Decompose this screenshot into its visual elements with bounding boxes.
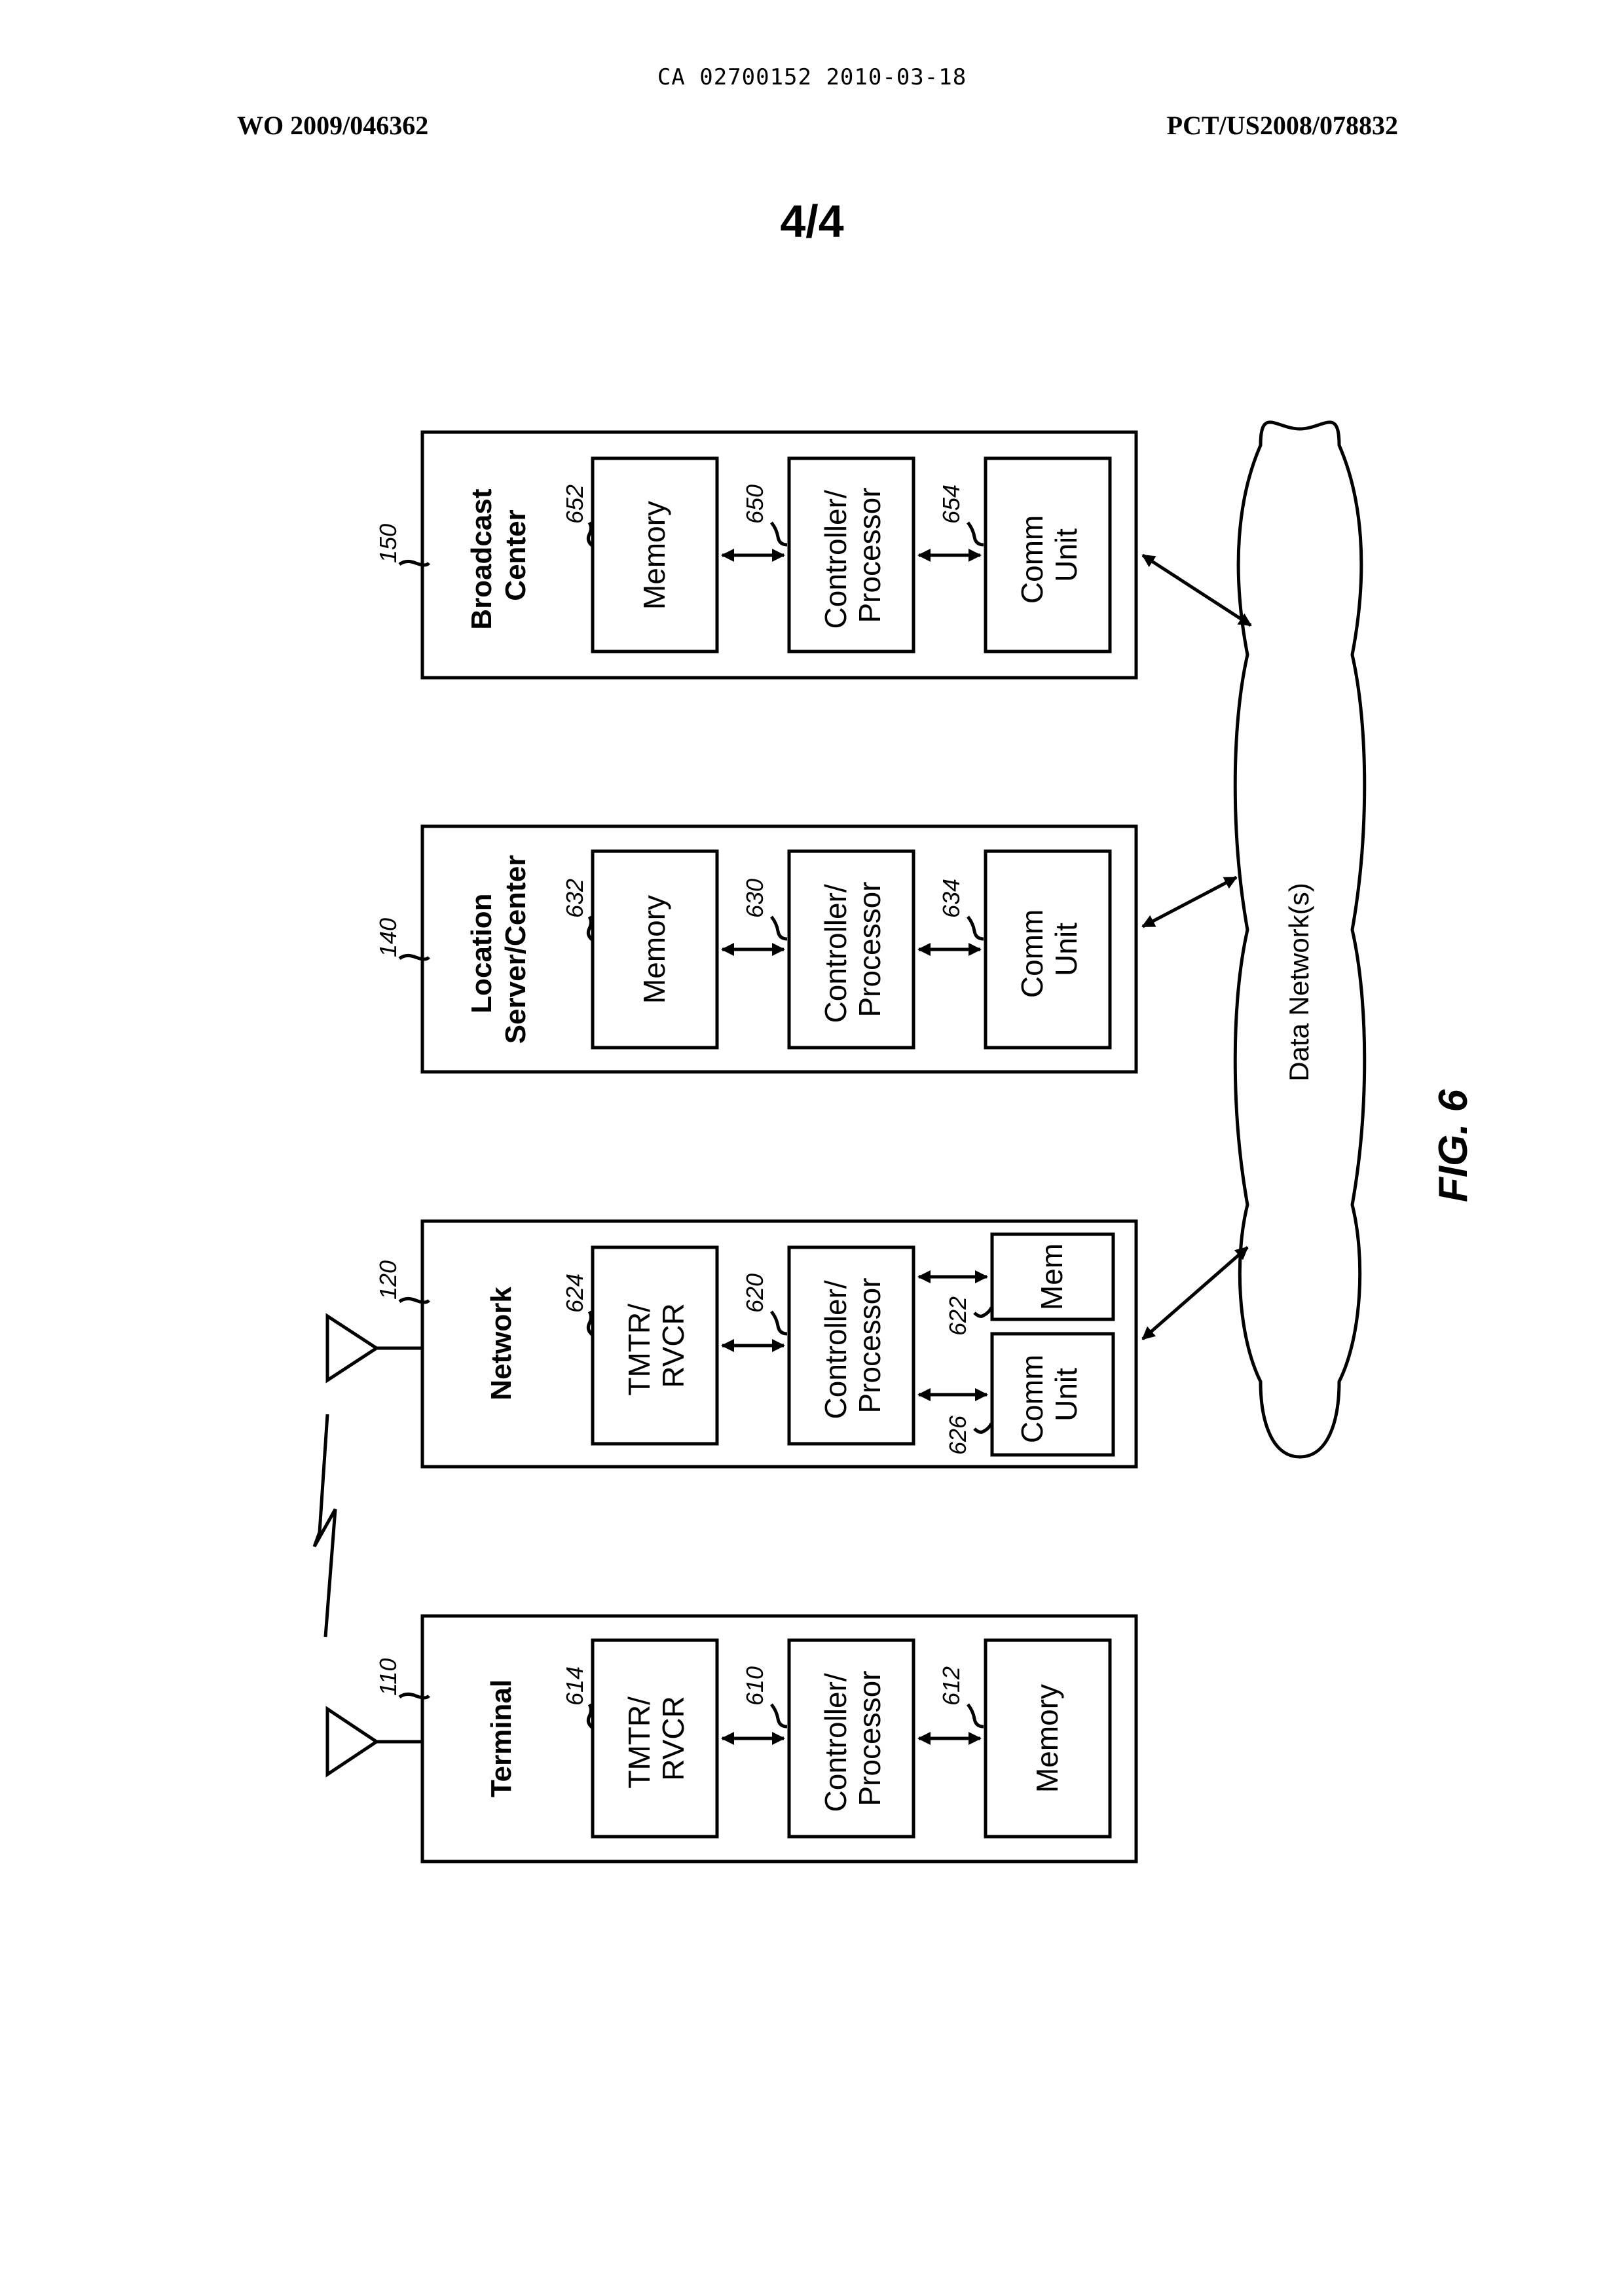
ref-630: 630 bbox=[741, 879, 768, 918]
ref-626: 626 bbox=[944, 1415, 971, 1455]
location-server-block: 140 Location Server/Center Memory 632 Co… bbox=[375, 826, 1136, 1072]
ref-612: 612 bbox=[938, 1666, 965, 1706]
network-antenna-icon bbox=[327, 1316, 422, 1380]
controller-label-630: Controller/ Processor bbox=[819, 876, 887, 1023]
mem-label-622: Mem bbox=[1035, 1243, 1069, 1310]
ref-654: 654 bbox=[938, 485, 965, 524]
memory-label-632: Memory bbox=[637, 895, 671, 1004]
arrow-broadcast-to-network bbox=[1143, 555, 1251, 625]
leader-610 bbox=[771, 1704, 787, 1727]
leader-622 bbox=[974, 1308, 991, 1316]
wireless-link-icon bbox=[314, 1414, 335, 1637]
terminal-block: 110 Terminal TMTR/ RVCR 614 Controller/ … bbox=[327, 1616, 1136, 1862]
location-server-title: Location Server/Center bbox=[466, 855, 532, 1044]
broadcast-center-title: Broadcast Center bbox=[466, 481, 532, 629]
comm-label-626: Comm Unit bbox=[1015, 1346, 1083, 1443]
ref-620: 620 bbox=[741, 1274, 768, 1313]
memory-label-612: Memory bbox=[1030, 1684, 1064, 1793]
network-title: Network bbox=[485, 1287, 517, 1401]
ref-634: 634 bbox=[938, 879, 965, 918]
ref-624: 624 bbox=[561, 1274, 588, 1313]
comm-label-654: Comm Unit bbox=[1015, 507, 1083, 604]
ref-652: 652 bbox=[561, 485, 588, 524]
data-network-cloud: Data Network(s) bbox=[1235, 422, 1365, 1457]
network-block: 120 Network TMTR/ RVCR 624 Controller/ P… bbox=[327, 1221, 1136, 1467]
ref-632: 632 bbox=[561, 879, 588, 918]
broadcast-center-ref-leader bbox=[399, 561, 429, 565]
terminal-title: Terminal bbox=[485, 1679, 517, 1797]
tmtr-label-624: TMTR/ RVCR bbox=[622, 1295, 690, 1395]
leader-654 bbox=[968, 523, 984, 545]
arrow-location-to-network bbox=[1143, 877, 1236, 926]
leader-634 bbox=[968, 917, 984, 939]
ref-610: 610 bbox=[741, 1666, 768, 1706]
comm-label-634: Comm Unit bbox=[1015, 901, 1083, 998]
network-ref: 120 bbox=[375, 1260, 401, 1300]
leader-612 bbox=[968, 1704, 984, 1727]
ref-650: 650 bbox=[741, 485, 768, 524]
ref-622: 622 bbox=[944, 1296, 971, 1336]
terminal-antenna-icon bbox=[327, 1709, 422, 1774]
leader-626 bbox=[974, 1423, 991, 1432]
network-ref-leader bbox=[399, 1298, 429, 1302]
controller-label-650: Controller/ Processor bbox=[819, 482, 887, 629]
tmtr-label-614: TMTR/ RVCR bbox=[622, 1688, 690, 1788]
data-network-label: Data Network(s) bbox=[1283, 883, 1314, 1081]
controller-label-610: Controller/ Processor bbox=[819, 1665, 887, 1812]
leader-650 bbox=[771, 523, 787, 545]
location-server-ref-leader bbox=[399, 955, 429, 959]
terminal-ref-leader bbox=[399, 1694, 429, 1698]
figure-label: FIG. 6 bbox=[1431, 1089, 1476, 1202]
location-server-ref: 140 bbox=[375, 918, 401, 957]
ref-614: 614 bbox=[561, 1666, 588, 1706]
broadcast-center-block: 150 Broadcast Center Memory 652 Controll… bbox=[375, 432, 1136, 678]
controller-label-620: Controller/ Processor bbox=[819, 1272, 887, 1420]
arrow-networkentity-to-network bbox=[1143, 1247, 1247, 1339]
memory-label-652: Memory bbox=[637, 501, 671, 610]
leader-620 bbox=[771, 1312, 787, 1334]
terminal-ref: 110 bbox=[375, 1659, 401, 1696]
broadcast-center-ref: 150 bbox=[375, 524, 401, 563]
leader-630 bbox=[771, 917, 787, 939]
